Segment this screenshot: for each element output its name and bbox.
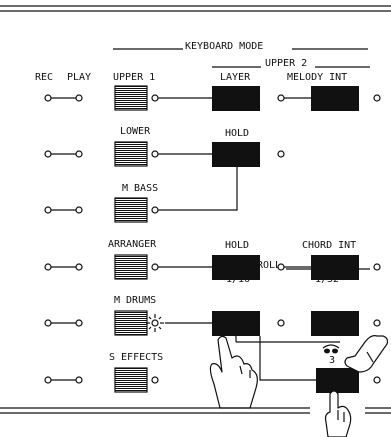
triplet-icon: 3 [322, 344, 340, 366]
m-drums-button[interactable] [114, 310, 148, 336]
keyboard-mode-header: KEYBOARD MODE [113, 41, 368, 52]
s-effects-button[interactable] [114, 367, 148, 393]
layer-label: LAYER [220, 72, 251, 83]
hold2-label: HOLD [225, 240, 249, 251]
chord-int-button[interactable] [311, 255, 359, 280]
left-indicator-leds [151, 94, 159, 384]
melody-int-label: MELODY INT [287, 72, 347, 83]
top-border [0, 5, 391, 12]
triplet-led [373, 376, 381, 384]
memory-pair-upper1[interactable] [44, 94, 83, 102]
arranger-led [151, 263, 159, 271]
hand-pressing-triplet-icon [324, 390, 352, 437]
roll-16-button[interactable] [212, 311, 260, 336]
m-drums-led-lit-icon [146, 314, 164, 332]
lower-label: LOWER [120, 126, 151, 137]
upper2-header: UPPER 2 [212, 58, 370, 69]
melody-int-led [373, 94, 381, 102]
roll-label: ROLL [257, 260, 281, 271]
roll-32-button[interactable] [311, 311, 359, 336]
upper1-button[interactable] [114, 85, 148, 111]
roll-32-led [373, 319, 381, 327]
m-bass-button[interactable] [114, 197, 148, 223]
memory-led-pairs [44, 94, 83, 384]
left-buttons [114, 85, 148, 393]
memory-pair-m-drums[interactable] [44, 319, 83, 327]
memory-pair-arranger[interactable] [44, 263, 83, 271]
memory-pair-lower[interactable] [44, 150, 83, 158]
right-buttons [212, 86, 359, 393]
hold1-led [277, 150, 285, 158]
m-bass-label: M BASS [122, 183, 158, 194]
roll-16-led [277, 319, 285, 327]
arranger-button[interactable] [114, 254, 148, 280]
memory-pair-s-effects[interactable] [44, 376, 83, 384]
layer-button[interactable] [212, 86, 260, 111]
arranger-label: ARRANGER [108, 239, 157, 250]
memory-pair-m-bass[interactable] [44, 206, 83, 214]
connector-lines [158, 97, 238, 324]
melody-int-button[interactable] [311, 86, 359, 111]
upper1-label: UPPER 1 [113, 72, 155, 83]
upper2-label: UPPER 2 [265, 58, 307, 69]
hold2-led [277, 263, 285, 271]
roll-connectors [235, 336, 340, 381]
hold1-button[interactable] [212, 142, 260, 167]
layer-led [277, 94, 285, 102]
hand-pressing-1-16-icon [209, 335, 258, 409]
s-effects-label: S EFFECTS [109, 352, 163, 363]
lower-button[interactable] [114, 141, 148, 167]
lower-led [151, 150, 159, 158]
triplet-button[interactable] [316, 368, 359, 393]
hold2-button[interactable] [212, 255, 260, 280]
keyboard-mode-title: KEYBOARD MODE [185, 41, 263, 52]
hand-pressing-1-32-icon [344, 335, 389, 373]
rec-label: REC [35, 72, 53, 83]
triplet-label: 3 [329, 355, 335, 366]
m-bass-led [151, 206, 159, 214]
hold1-label: HOLD [225, 128, 249, 139]
chord-int-label: CHORD INT [302, 240, 356, 251]
s-effects-led [151, 376, 159, 384]
play-label: PLAY [67, 72, 91, 83]
m-drums-label: M DRUMS [114, 295, 156, 306]
chord-int-led [373, 263, 381, 271]
right-leds [277, 94, 381, 384]
bottom-border [0, 407, 391, 414]
upper1-led [151, 94, 159, 102]
